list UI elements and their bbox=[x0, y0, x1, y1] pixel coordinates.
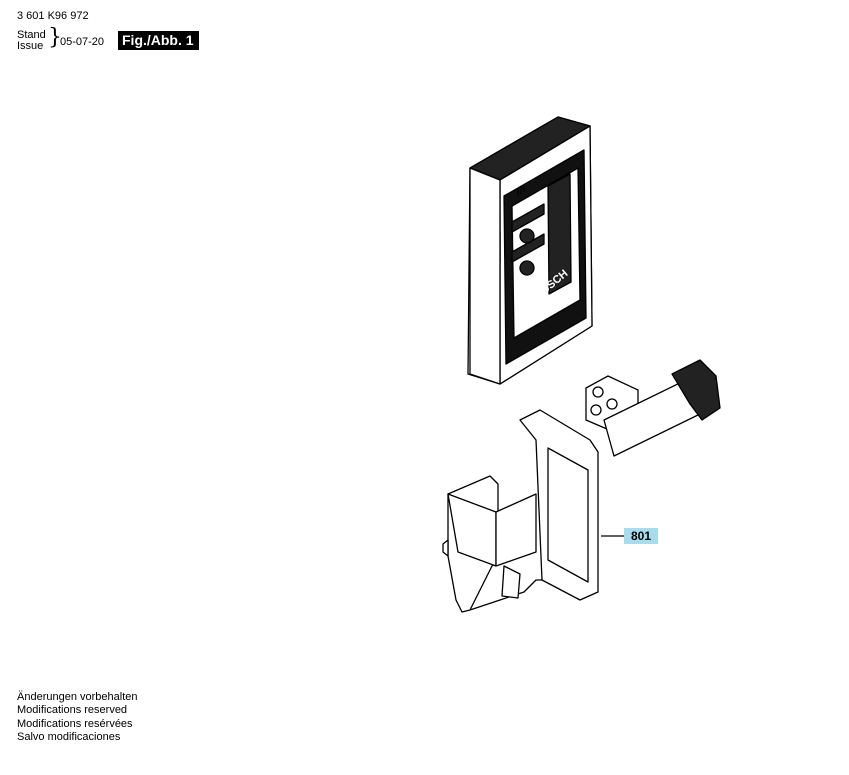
issue-date: 05-07-20 bbox=[60, 36, 105, 48]
figure-label: Fig./Abb. 1 bbox=[118, 31, 199, 50]
stand-issue-labels: Stand Issue bbox=[17, 30, 46, 52]
note-fr: Modifications resérvées bbox=[17, 717, 133, 730]
note-en: Modifications reserved bbox=[17, 704, 128, 717]
brace-glyph: } bbox=[48, 25, 62, 50]
note-de: Änderungen vorbehalten bbox=[17, 691, 138, 703]
footer-notes: Änderungen vorbehalten Modifications res… bbox=[17, 691, 137, 744]
part-number: 3 601 K96 972 bbox=[17, 10, 89, 22]
issue-label: Issue bbox=[17, 40, 44, 52]
stand-label: Stand bbox=[17, 29, 46, 41]
note-es: Salvo modificaciones bbox=[17, 730, 121, 743]
laser-receiver-device: BOSCH bbox=[467, 116, 593, 385]
holder-bracket bbox=[442, 359, 721, 613]
callout-801: 801 bbox=[624, 528, 658, 544]
